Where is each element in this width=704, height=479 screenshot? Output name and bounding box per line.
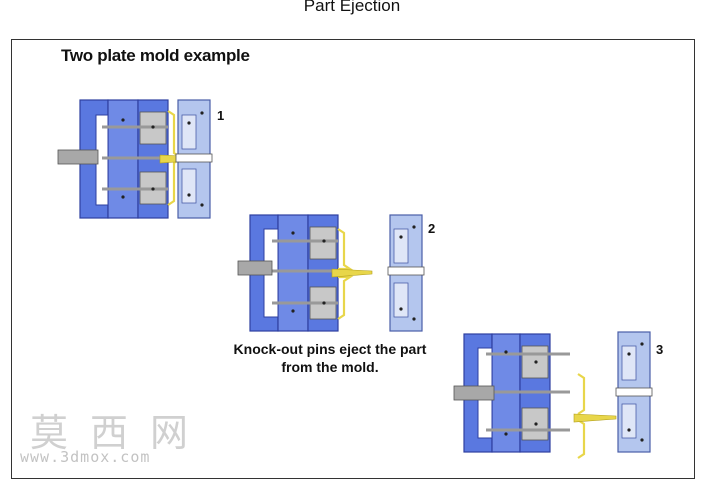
step-number-2: 2 <box>428 221 436 236</box>
ejector-rod <box>453 385 495 401</box>
mold-stage-1 <box>57 99 213 219</box>
molded-part <box>331 228 373 320</box>
fixed-half <box>387 214 425 332</box>
step-number-1: 1 <box>217 108 225 123</box>
ejector-rod <box>237 260 273 276</box>
step-number-3: 3 <box>656 342 664 357</box>
ejector-rod <box>57 149 99 165</box>
caption-line-1: Knock-out pins eject the part <box>233 341 427 357</box>
page-title: Part Ejection <box>303 0 401 15</box>
molded-part <box>573 373 617 459</box>
diagram-subtitle: Two plate mold example <box>61 46 250 65</box>
mold-stage-3 <box>453 331 653 459</box>
caption-line-2: from the mold. <box>281 359 379 375</box>
watermark-chinese: 莫西网 <box>30 411 211 455</box>
watermark-url: www.3dmox.com <box>20 448 151 466</box>
fixed-half <box>175 99 213 219</box>
mold-stage-2 <box>237 214 425 332</box>
fixed-half <box>615 331 653 453</box>
diagram-caption: Knock-out pins eject the part from the m… <box>190 340 470 376</box>
